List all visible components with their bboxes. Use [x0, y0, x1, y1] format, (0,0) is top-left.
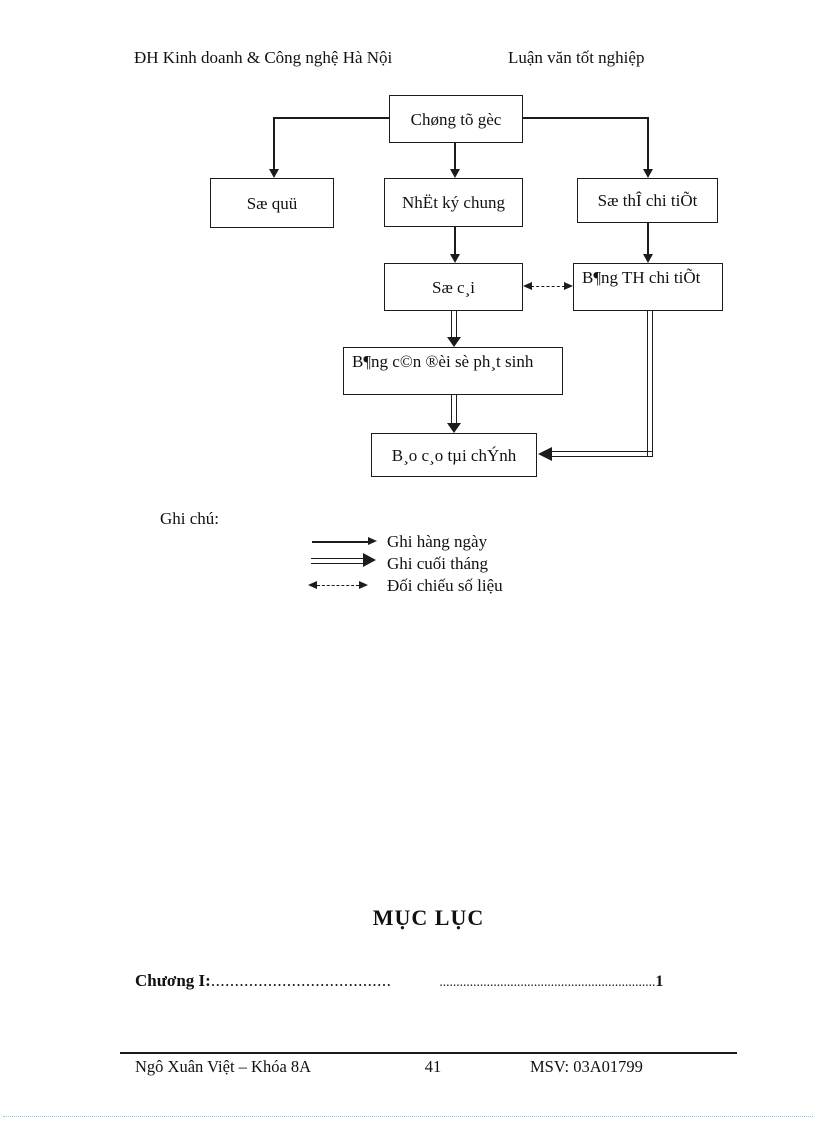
arrowhead-right-icon	[564, 282, 573, 290]
arrowhead-down-icon	[643, 254, 653, 263]
connector-line	[647, 117, 649, 170]
arrowhead-down-icon	[269, 169, 279, 178]
double-line-connector	[451, 395, 457, 424]
connector-line	[273, 117, 275, 170]
toc-entry-page: 1	[655, 973, 664, 990]
legend-item-daily: Ghi hàng ngày	[387, 532, 488, 551]
legend-title: Ghi chú:	[160, 509, 220, 528]
arrowhead-left-icon	[308, 581, 317, 589]
arrowhead-left-icon	[523, 282, 532, 290]
node-bao-cao-tai-chinh: B¸o c¸o tµi chÝnh	[371, 433, 537, 477]
arrowhead-right-icon	[359, 581, 368, 589]
legend-double-line	[311, 558, 365, 564]
arrowhead-down-icon	[450, 169, 460, 178]
node-nhat-ky-chung: NhËt ký chung	[384, 178, 523, 227]
connector-line	[454, 227, 456, 255]
legend-item-monthly: Ghi cuối tháng	[387, 554, 489, 573]
toc-heading: MỤC LỤC	[372, 905, 485, 930]
page-bottom-dotted-line	[3, 1116, 813, 1117]
arrowhead-down-icon	[643, 169, 653, 178]
node-so-the-chi-tiet: Sæ thÎ chi tiÕt	[577, 178, 718, 223]
connector-line	[647, 223, 649, 255]
node-bang-th-chi-tiet: B¶ng TH chi tiÕt	[573, 263, 723, 311]
footer-page-number: 41	[424, 1057, 442, 1076]
arrowhead-left-icon	[538, 447, 552, 461]
node-so-quy: Sæ quü	[210, 178, 334, 228]
header-doc-type: Luận văn tốt nghiệp	[508, 48, 645, 67]
toc-dots-leader: ........................................…	[439, 974, 656, 989]
footer-rule	[120, 1052, 737, 1054]
toc-entry: Chương I: ..............................…	[135, 971, 717, 991]
node-bang-can-doi: B¶ng c©n ®èi sè ph¸t sinh	[343, 347, 563, 395]
footer-author: Ngô Xuân Việt – Khóa 8A	[135, 1057, 312, 1076]
double-line-connector	[647, 311, 653, 457]
double-line-connector	[551, 451, 653, 457]
toc-entry-label: Chương I:	[135, 971, 211, 990]
toc-dots-leader: ......................................	[210, 971, 392, 990]
arrowhead-right-icon	[363, 553, 376, 567]
arrowhead-down-icon	[447, 337, 461, 347]
arrowhead-down-icon	[447, 423, 461, 433]
connector-line	[274, 117, 389, 119]
header-school: ĐH Kinh doanh & Công nghệ Hà Nội	[134, 48, 393, 67]
connector-line	[523, 117, 648, 119]
node-chung-tu-goc: Chøng tõ gèc	[389, 95, 523, 143]
node-so-cai: Sæ c¸i	[384, 263, 523, 311]
arrowhead-down-icon	[450, 254, 460, 263]
footer-student-id: MSV: 03A01799	[530, 1057, 643, 1076]
arrowhead-right-icon	[368, 537, 377, 545]
legend-solid-line	[312, 541, 369, 543]
dashed-connector	[531, 286, 565, 287]
legend-dashed-line	[317, 585, 359, 586]
double-line-connector	[451, 310, 457, 339]
legend-item-reconcile: Đối chiếu số liệu	[387, 576, 503, 595]
connector-line	[454, 143, 456, 171]
